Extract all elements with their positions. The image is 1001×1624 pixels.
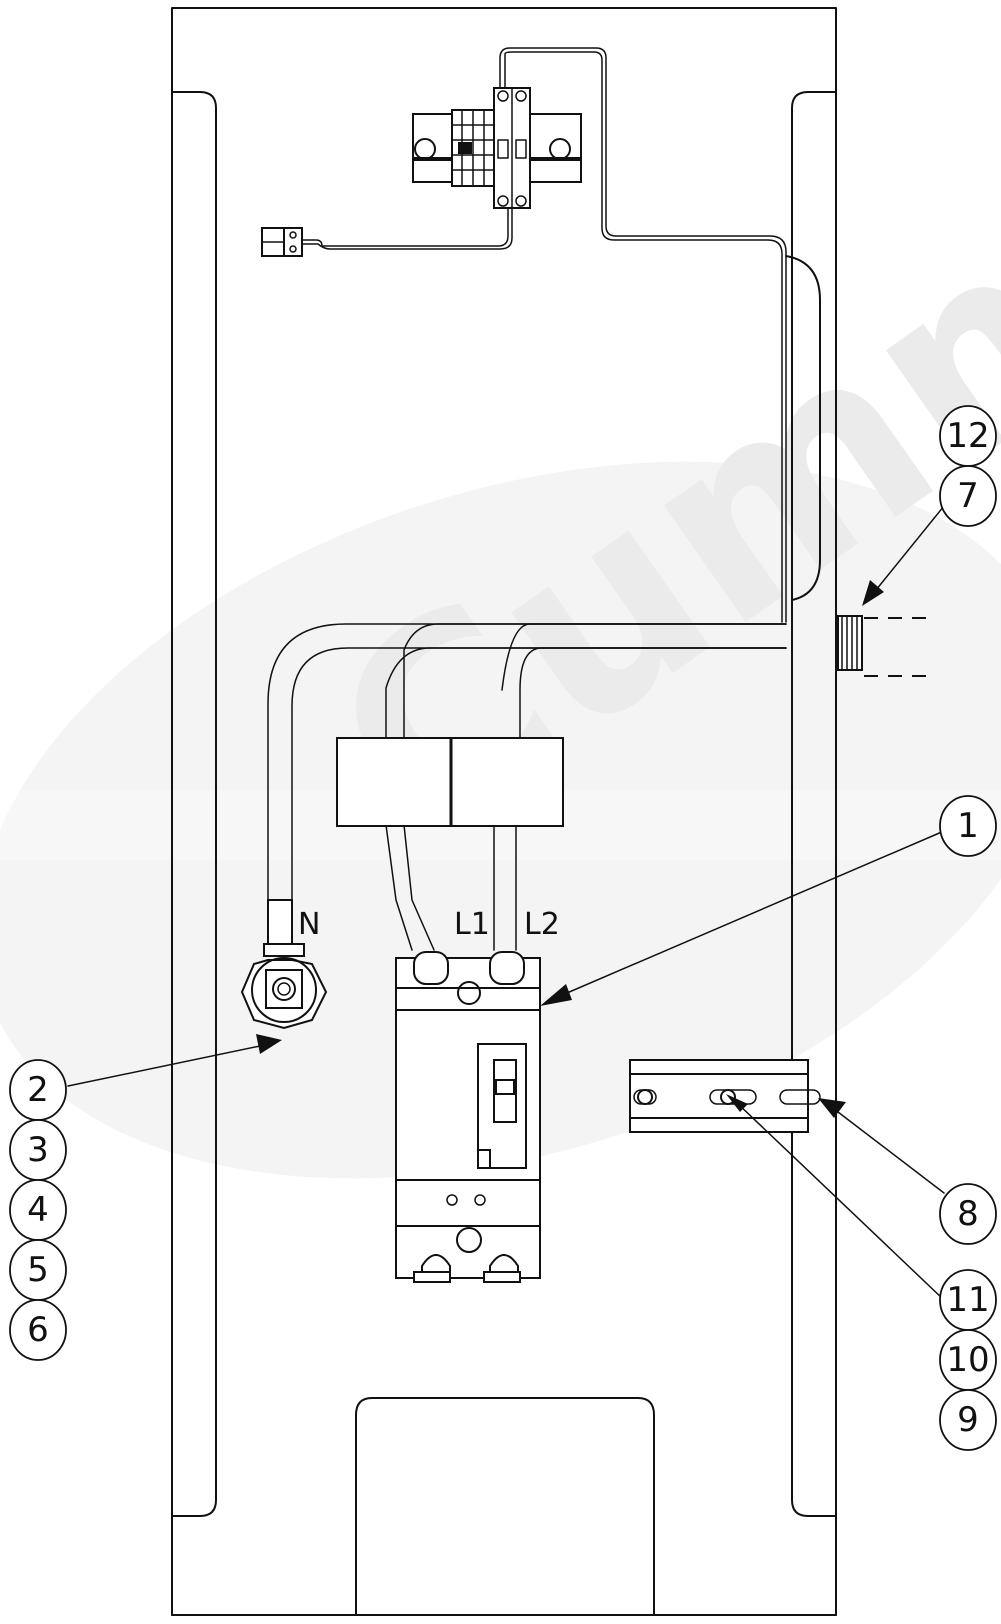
callout-2: 2 <box>9 1059 67 1121</box>
neutral-lug <box>240 899 328 1030</box>
callout-1-label: 1 <box>957 806 979 846</box>
neutral-label: N <box>298 907 320 942</box>
callout-6-label: 6 <box>27 1310 49 1350</box>
callout-9-label: 9 <box>957 1400 979 1440</box>
callout-7-label: 7 <box>957 476 979 516</box>
callout-11: 11 <box>939 1269 997 1331</box>
callout-6: 6 <box>9 1299 67 1361</box>
callout-5-label: 5 <box>27 1250 49 1290</box>
callout-2-label: 2 <box>27 1070 49 1110</box>
din-rail <box>629 1059 821 1133</box>
control-harness <box>499 47 821 623</box>
callout-9: 9 <box>939 1389 997 1451</box>
callout-8: 8 <box>939 1183 997 1245</box>
line2-label: L2 <box>524 907 560 942</box>
callout-10-label: 10 <box>946 1340 989 1380</box>
line1-label: L1 <box>454 907 490 942</box>
callout-3-label: 3 <box>27 1130 49 1170</box>
terminal-block <box>412 87 582 209</box>
callout-12: 12 <box>939 405 997 467</box>
callout-8-label: 8 <box>957 1194 979 1234</box>
callout-12-label: 12 <box>946 416 989 456</box>
callout-5: 5 <box>9 1239 67 1301</box>
leader-lines <box>67 505 945 1301</box>
small-connector <box>261 207 513 257</box>
callout-10: 10 <box>939 1329 997 1391</box>
conduit-fitting <box>837 615 936 677</box>
enclosure-panel <box>171 7 837 1616</box>
callout-1: 1 <box>939 795 997 857</box>
callout-7: 7 <box>939 465 997 527</box>
power-cables <box>267 623 787 951</box>
callout-4: 4 <box>9 1179 67 1241</box>
callout-4-label: 4 <box>27 1190 49 1230</box>
circuit-breaker <box>395 951 541 1283</box>
callout-11-label: 11 <box>946 1280 989 1320</box>
callout-3: 3 <box>9 1119 67 1181</box>
current-transformers <box>336 737 564 827</box>
